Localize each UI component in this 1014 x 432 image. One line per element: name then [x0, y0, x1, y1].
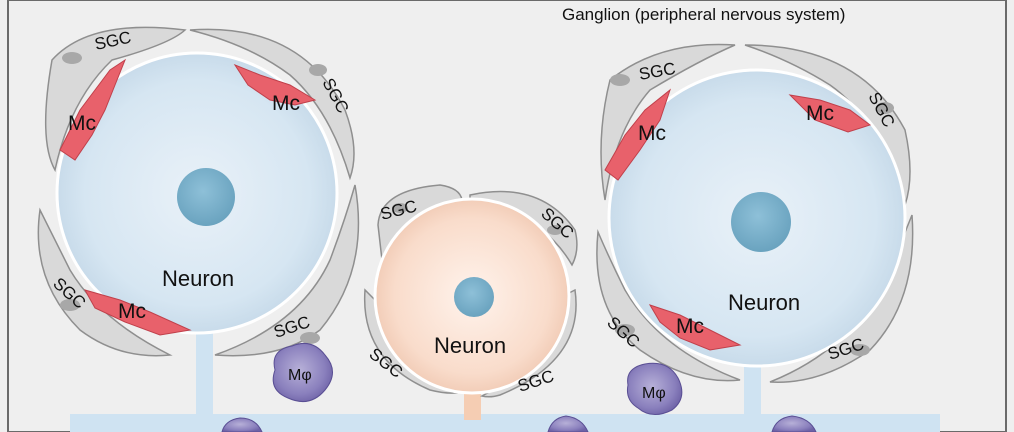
macrophage — [547, 415, 589, 432]
axon-left — [196, 310, 213, 420]
neuron-label: Neuron — [162, 266, 234, 291]
sgc-cell — [600, 43, 736, 201]
sgc-nucleus — [850, 344, 870, 356]
frame — [7, 0, 1007, 432]
sgc-cell — [44, 26, 187, 173]
mast-cell — [83, 289, 192, 336]
neuron-label: Neuron — [728, 290, 800, 315]
sgc-cell — [596, 229, 741, 382]
left-sgc-sheath — [37, 26, 360, 357]
sgc-cell — [189, 28, 355, 181]
mast-cell — [233, 63, 317, 106]
neuron-label: Neuron — [434, 333, 506, 358]
nucleus-right — [731, 192, 791, 252]
sgc-nucleus — [60, 299, 80, 311]
mast-cell — [788, 94, 872, 133]
mast-cell-label: Mc — [68, 112, 96, 135]
macrophage-label: Mφ — [288, 367, 312, 384]
mast-cell-label: Mc — [638, 122, 666, 145]
nucleus-middle — [454, 277, 494, 317]
mast-cell — [59, 58, 127, 161]
sgc-nucleus — [62, 52, 82, 64]
sgc-nucleus — [392, 203, 408, 213]
mast-cell-label: Mc — [806, 102, 834, 125]
nerve-fiber — [70, 414, 940, 432]
macrophage — [771, 415, 817, 432]
macrophage-label: Mφ — [642, 385, 666, 402]
macrophage — [627, 362, 683, 415]
macrophage — [272, 343, 333, 403]
macrophage — [221, 417, 263, 432]
diagram-title: Ganglion (peripheral nervous system) — [562, 5, 845, 24]
nucleus-left — [177, 168, 235, 226]
mast-cell-label: Mc — [272, 92, 300, 115]
sgc-cell — [214, 184, 360, 357]
mast-cell-label: Mc — [676, 315, 704, 338]
sgc-nucleus — [876, 102, 894, 114]
sgc-cell — [37, 207, 173, 357]
sgc-nucleus — [547, 225, 563, 235]
sgc-nucleus — [610, 74, 630, 86]
mast-cells — [59, 58, 872, 351]
mast-cell-label: Mc — [118, 300, 146, 323]
sgc-nucleus — [300, 332, 320, 344]
mast-cell — [648, 304, 742, 351]
sgc-nucleus — [309, 64, 327, 76]
sgc-nucleus — [615, 324, 635, 336]
mast-cell — [604, 88, 672, 181]
macrophages — [221, 343, 817, 432]
